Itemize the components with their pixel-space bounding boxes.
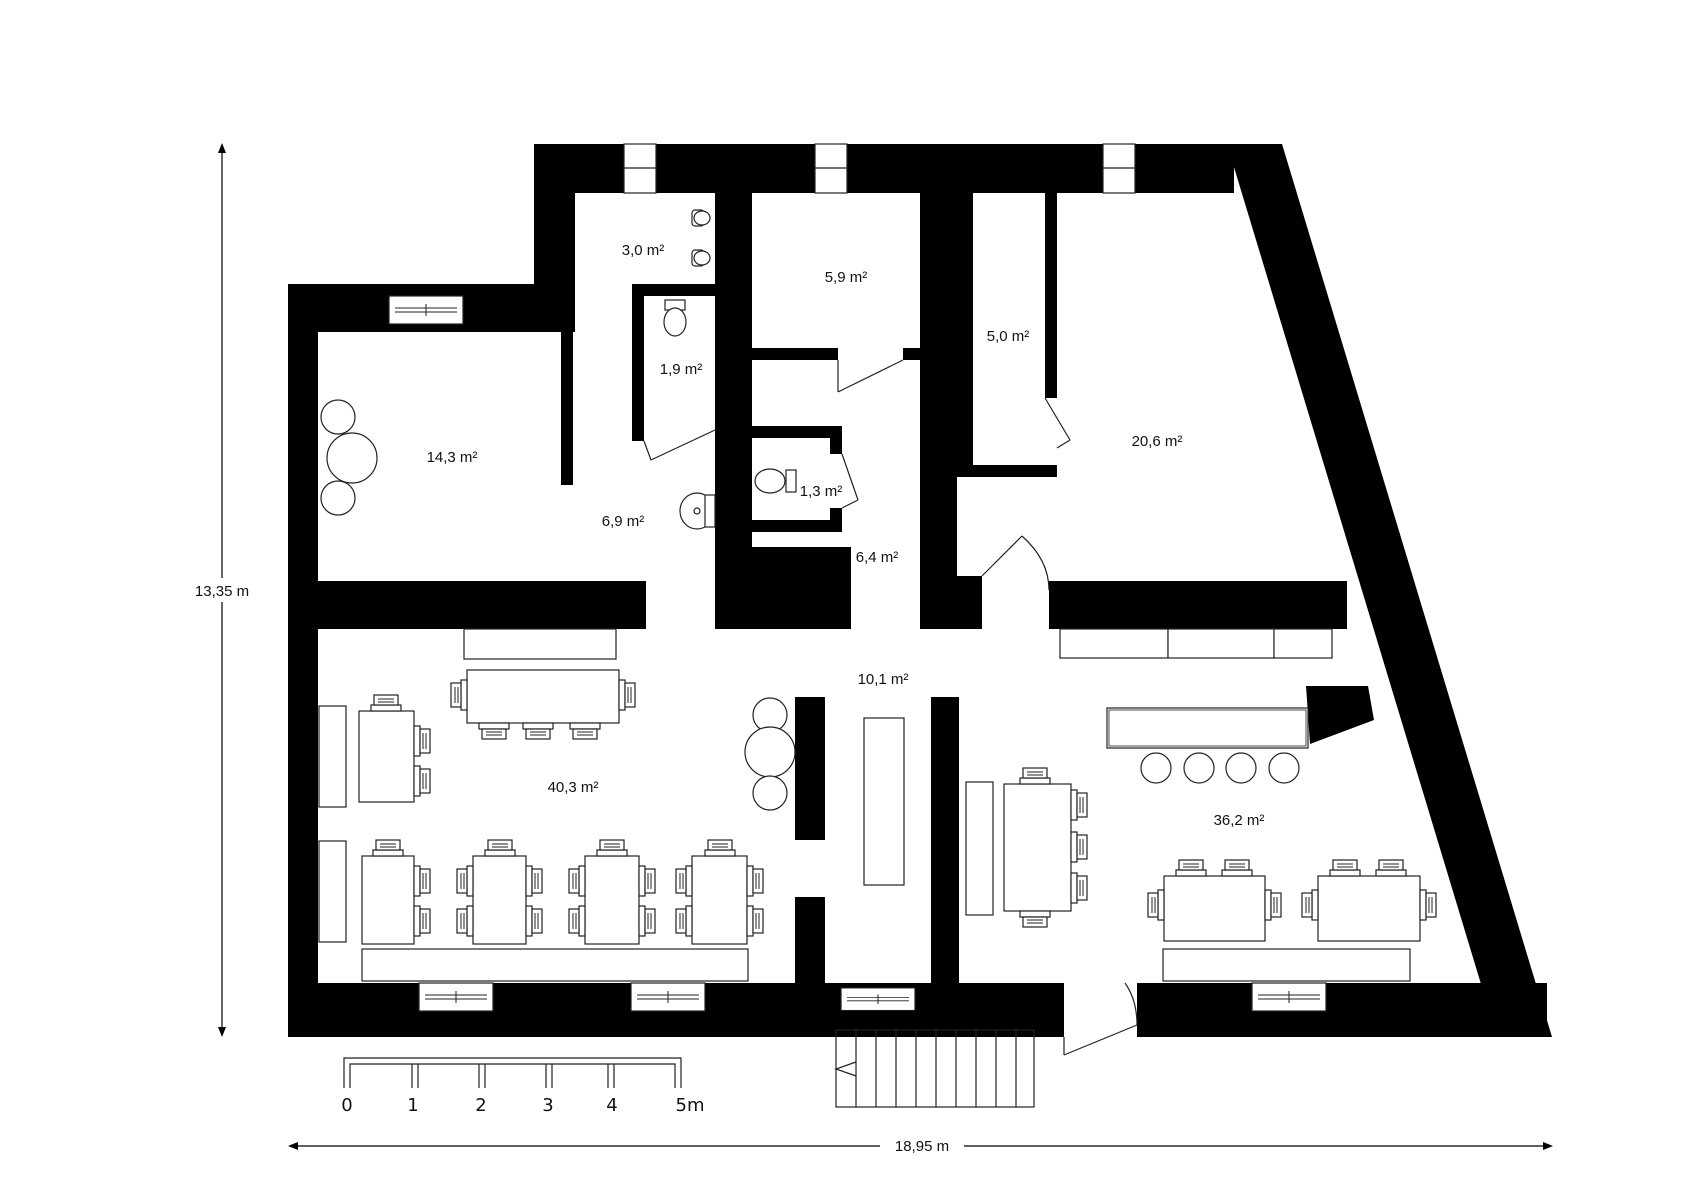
scale-tick-2: 2 — [475, 1095, 486, 1116]
windows — [623, 143, 1136, 194]
walls — [288, 144, 1552, 1037]
scale-tick-3: 3 — [542, 1095, 553, 1116]
outer-wall-right — [1227, 144, 1552, 1037]
scale-bar — [343, 1057, 682, 1088]
area-label-office-top: 5,9 m² — [825, 269, 868, 286]
area-label-hall-left: 6,9 m² — [602, 513, 645, 530]
area-label-corridor: 10,1 m² — [858, 671, 909, 688]
dining-tables — [358, 669, 1437, 945]
dimension-height: 13,35 m — [186, 143, 258, 1037]
width-dimension-label: 18,95 m — [895, 1138, 949, 1155]
area-label-dining-right: 36,2 m² — [1214, 812, 1265, 829]
outer-wall-bottom-right — [1137, 983, 1547, 1037]
scale-tick-1: 1 — [407, 1095, 418, 1116]
area-label-toilet-2: 1,3 m² — [800, 483, 843, 500]
round-tables — [320, 399, 1300, 811]
area-label-hall-mid: 6,4 m² — [856, 549, 899, 566]
furniture — [318, 628, 1411, 982]
room-area-labels: 3,0 m² 5,9 m² 5,0 m² 14,3 m² 1,9 m² 1,3 … — [427, 242, 1265, 829]
stairs — [834, 1029, 1035, 1108]
height-dimension-label: 13,35 m — [195, 583, 249, 600]
area-label-dining-left: 40,3 m² — [548, 779, 599, 796]
doors — [643, 359, 1138, 1056]
area-label-room-left: 14,3 m² — [427, 449, 478, 466]
scale-tick-5m: 5m — [676, 1095, 705, 1116]
dimension-width: 18,95 m — [288, 1134, 1553, 1158]
scale-tick-4: 4 — [606, 1095, 617, 1116]
area-label-wc-entry: 3,0 m² — [622, 242, 665, 259]
scale-tick-0: 0 — [341, 1095, 352, 1116]
area-label-toilet-1: 1,9 m² — [660, 361, 703, 378]
area-label-storage-top: 5,0 m² — [987, 328, 1030, 345]
sanitary — [663, 209, 797, 530]
outer-wall-left — [288, 284, 318, 1037]
area-label-room-right: 20,6 m² — [1132, 433, 1183, 450]
scale-bar-ticks: 0 1 2 3 4 5m — [341, 1095, 704, 1116]
